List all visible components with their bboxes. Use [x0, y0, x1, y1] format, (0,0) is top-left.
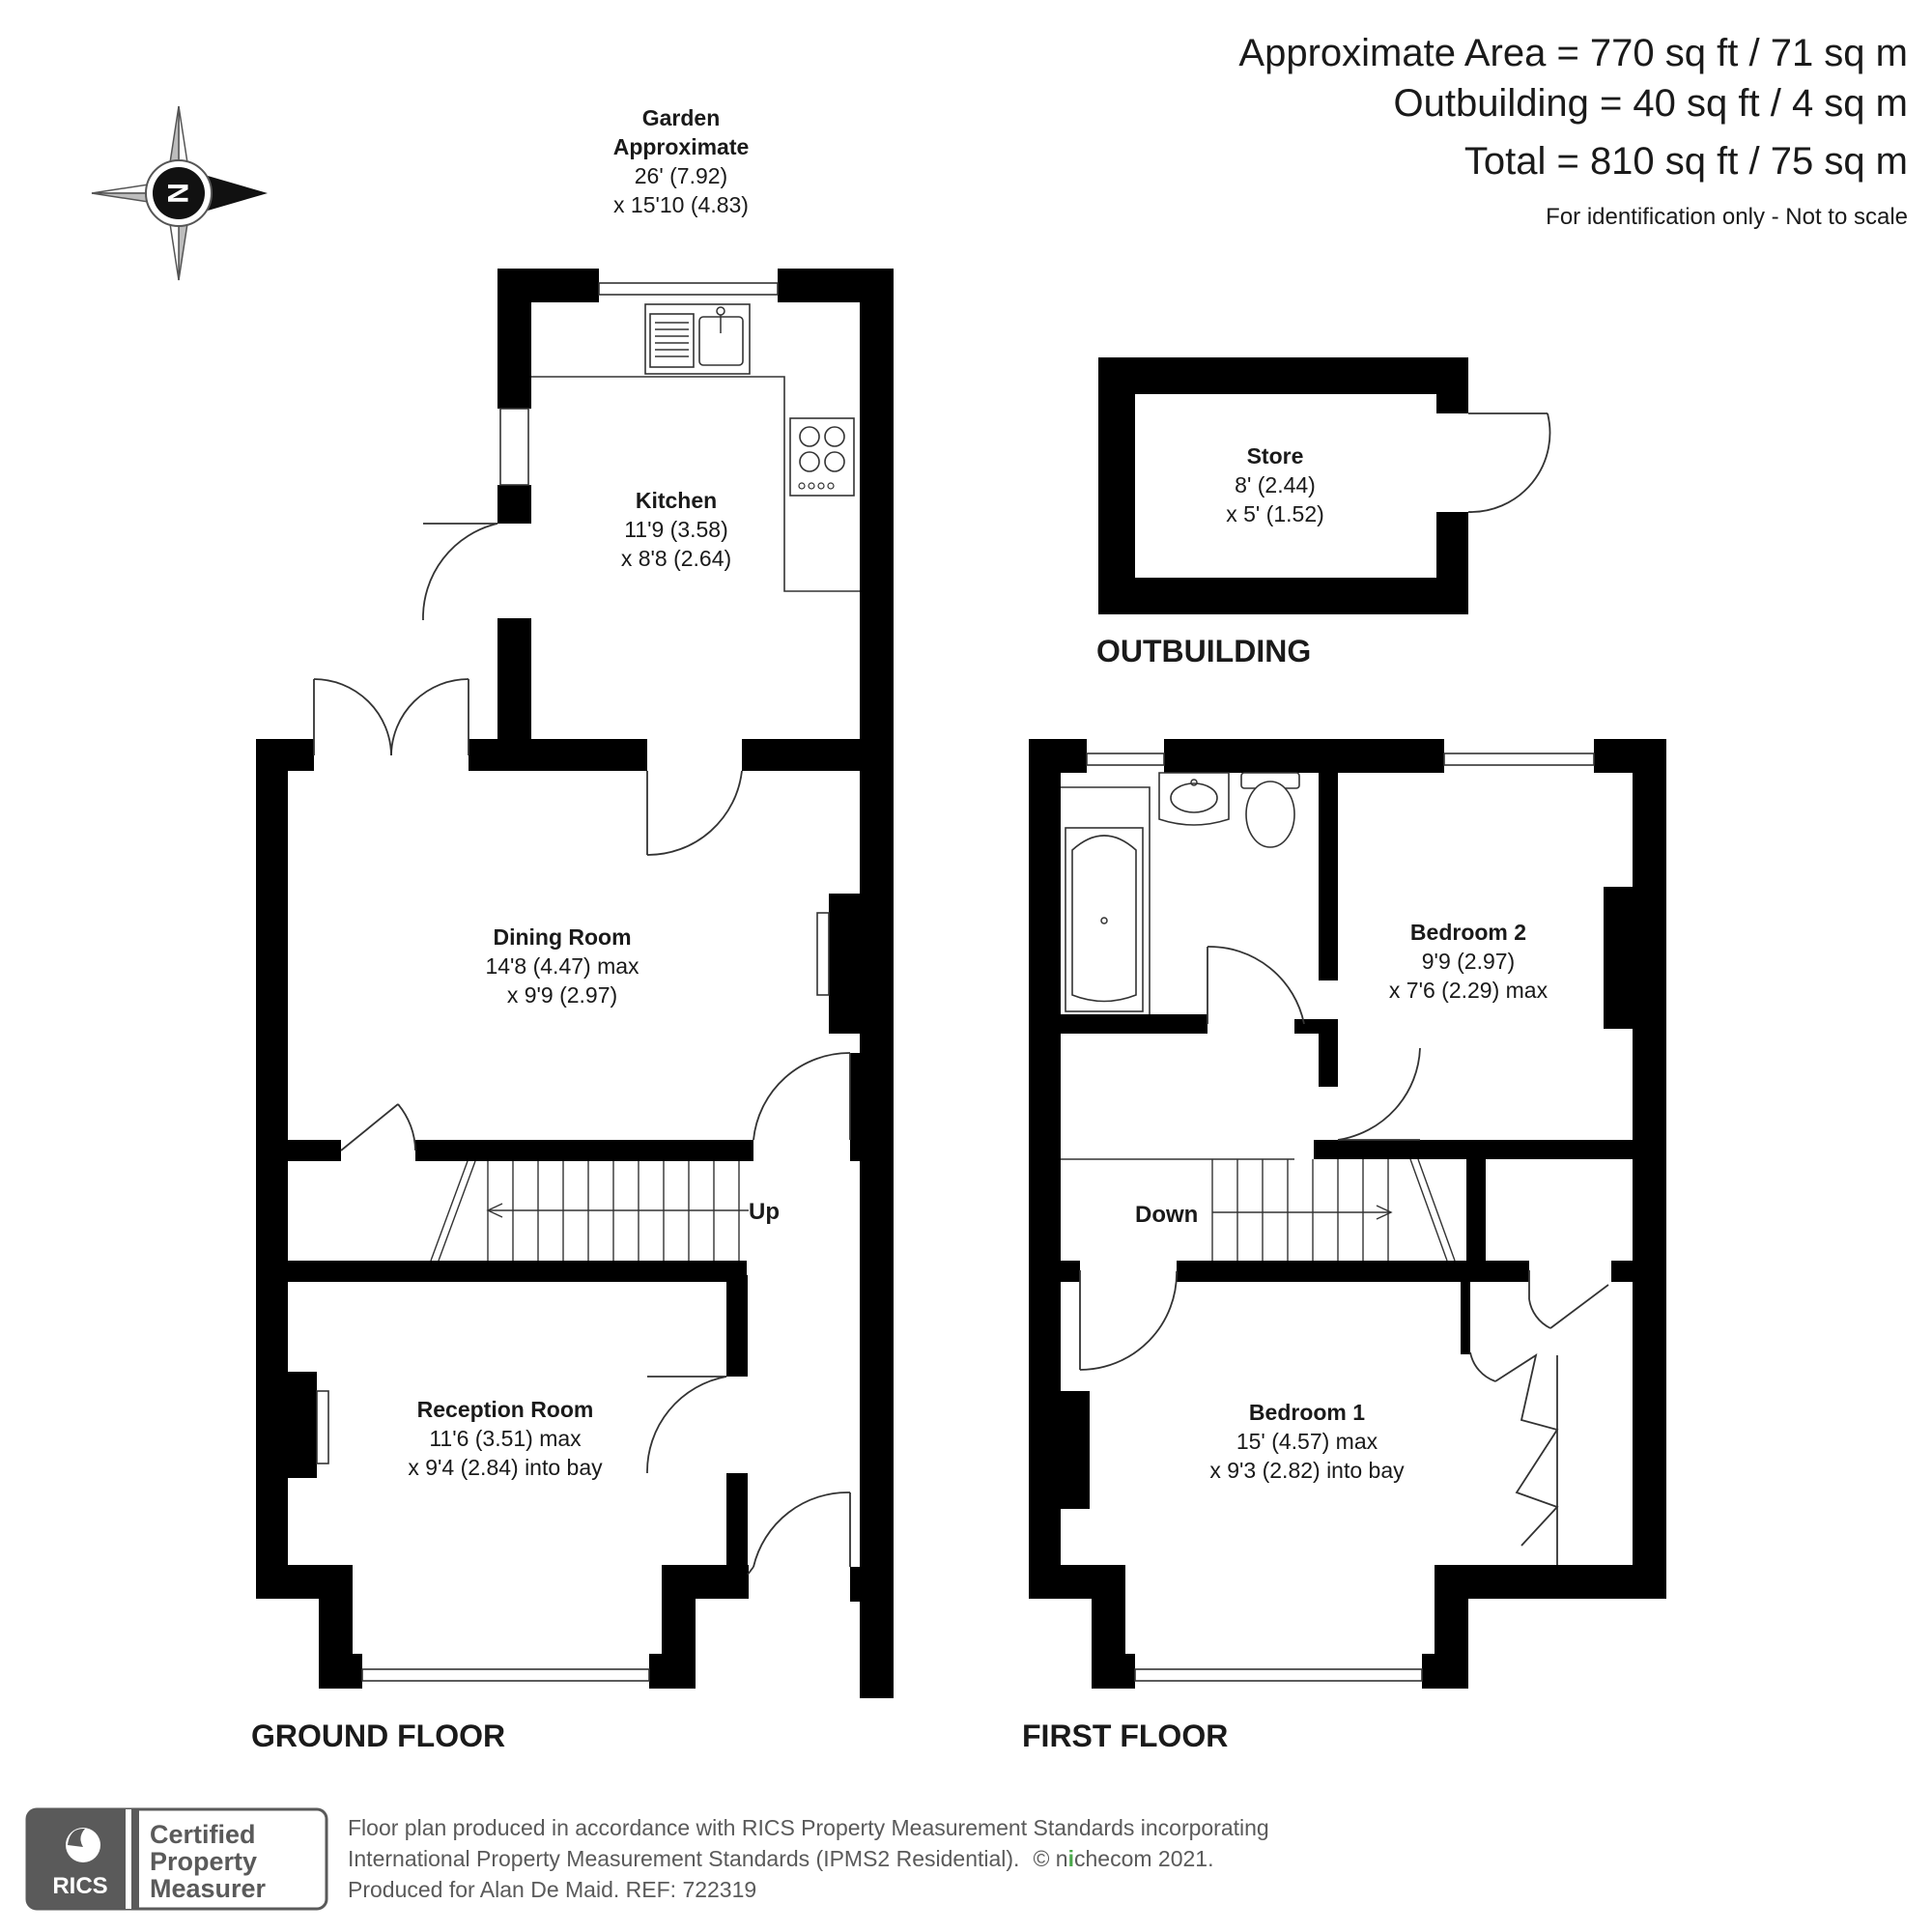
ground-floor-walls — [256, 269, 894, 1698]
garden-label: Garden Approximate 26' (7.92) x 15'10 (4… — [613, 105, 750, 217]
first-floor-stairs — [1061, 1158, 1456, 1262]
total-area-text: Total = 810 sq ft / 75 sq m — [1464, 140, 1908, 183]
bath-icon — [1065, 827, 1144, 1012]
rics-lion-icon — [66, 1828, 100, 1862]
kitchen-side-window — [499, 408, 529, 486]
kitchen-fixtures — [531, 303, 860, 592]
dining-dim1: 14'8 (4.47) max — [485, 953, 639, 979]
ground-floor-title: GROUND FLOOR — [251, 1719, 505, 1753]
bedroom1-bay-window — [1134, 1668, 1423, 1682]
bedroom1-name: Bedroom 1 — [1249, 1400, 1365, 1425]
bedroom2-window — [1443, 753, 1595, 766]
room-bedroom2: Bedroom 2 9'9 (2.97) x 7'6 (2.29) max — [1389, 920, 1548, 1003]
first-floor-title: FIRST FLOOR — [1022, 1719, 1228, 1753]
wc-bowl-icon — [1245, 781, 1295, 848]
kitchen-dim2: x 8'8 (2.64) — [621, 546, 731, 571]
footer-copyright: © n — [1033, 1846, 1067, 1871]
reception-dim1: 11'6 (3.51) max — [429, 1426, 582, 1451]
reception-bay-window — [361, 1668, 650, 1682]
badge-line2: Property — [150, 1847, 257, 1876]
kitchen-dim1: 11'9 (3.58) — [624, 517, 728, 542]
badge-line3: Measurer — [150, 1874, 267, 1903]
room-dining: Dining Room 14'8 (4.47) max x 9'9 (2.97) — [485, 924, 639, 1008]
rics-org-text: RICS — [52, 1873, 107, 1899]
dining-name: Dining Room — [493, 924, 631, 950]
footer-year: 2021. — [1152, 1846, 1214, 1871]
dining-hearth — [816, 912, 830, 996]
store-dim1: 8' (2.44) — [1235, 472, 1316, 497]
ground-floor-plan: Up Kitchen 11'9 (3.58) x 8'8 (2.64) Dini… — [256, 269, 894, 1698]
badge-line1: Certified — [150, 1820, 256, 1849]
room-bedroom1: Bedroom 1 15' (4.57) max x 9'3 (2.82) in… — [1209, 1400, 1405, 1483]
approximate-area-text: Approximate Area = 770 sq ft / 71 sq m — [1238, 32, 1908, 74]
first-floor-walls — [1029, 739, 1666, 1689]
room-reception: Reception Room 11'6 (3.51) max x 9'4 (2.… — [408, 1397, 603, 1480]
bathroom-window — [1086, 753, 1165, 766]
garden-qualifier: Approximate — [613, 134, 750, 159]
footer-line2: International Property Measurement Stand… — [348, 1846, 1213, 1871]
bedroom2-dim1: 9'9 (2.97) — [1422, 949, 1515, 974]
footer-line3: Produced for Alan De Maid. REF: 722319 — [348, 1877, 756, 1902]
outbuilding-area-text: Outbuilding = 40 sq ft / 4 sq m — [1393, 82, 1908, 125]
bedroom1-dim2: x 9'3 (2.82) into bay — [1209, 1458, 1405, 1483]
disclaimer-text: For identification only - Not to scale — [1546, 204, 1908, 230]
garden-name: Garden — [642, 105, 721, 130]
footer-line2-a: International Property Measurement Stand… — [348, 1846, 1019, 1871]
ground-floor-doors — [313, 523, 851, 1576]
stairs-up-label: Up — [749, 1199, 780, 1225]
reception-hearth — [316, 1390, 329, 1464]
bedroom2-dim2: x 7'6 (2.29) max — [1389, 978, 1548, 1003]
garden-dim1: 26' (7.92) — [635, 163, 727, 188]
store-name: Store — [1247, 443, 1304, 469]
bedroom1-dim1: 15' (4.57) max — [1236, 1429, 1378, 1454]
stairs-down-label: Down — [1135, 1202, 1198, 1228]
compass-rose-icon: N — [91, 105, 268, 281]
first-floor-plan: Down Bedroom 2 9'9 (2.97) x 7'6 (2.29) m… — [1029, 739, 1666, 1689]
first-floor-doors — [1079, 946, 1609, 1565]
reception-name: Reception Room — [417, 1397, 594, 1422]
outbuilding-title: OUTBUILDING — [1096, 634, 1311, 668]
footer-line1: Floor plan produced in accordance with R… — [348, 1815, 1269, 1840]
header-area-info: Approximate Area = 770 sq ft / 71 sq m O… — [1238, 32, 1908, 230]
reception-dim2: x 9'4 (2.84) into bay — [408, 1455, 603, 1480]
room-kitchen: Kitchen 11'9 (3.58) x 8'8 (2.64) — [621, 488, 731, 571]
kitchen-top-window — [598, 282, 779, 296]
outbuilding-plan: Store 8' (2.44) x 5' (1.52) OUTBUILDING — [1096, 357, 1551, 668]
bathroom-fixtures — [1061, 772, 1300, 1014]
kitchen-name: Kitchen — [636, 488, 717, 513]
garden-dim2: x 15'10 (4.83) — [613, 192, 749, 217]
compass-north-letter: N — [161, 183, 193, 204]
washbasin-icon — [1158, 772, 1230, 826]
footer-brand-i: i — [1068, 1846, 1074, 1871]
footer-brand: checom — [1074, 1846, 1152, 1871]
rics-badge: RICS Certified Property Measurer — [25, 1807, 328, 1911]
bedroom2-name: Bedroom 2 — [1410, 920, 1526, 945]
dining-dim2: x 9'9 (2.97) — [507, 982, 617, 1008]
store-door — [1467, 412, 1551, 513]
store-dim2: x 5' (1.52) — [1226, 501, 1324, 526]
footer-text: Floor plan produced in accordance with R… — [348, 1815, 1269, 1902]
ground-floor-stairs — [430, 1160, 749, 1262]
